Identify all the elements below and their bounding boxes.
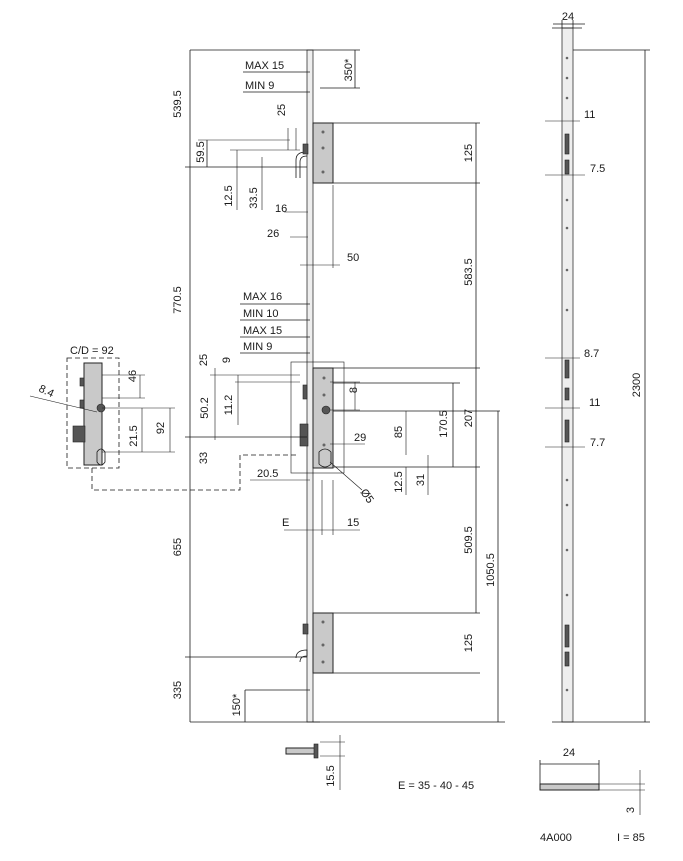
dim-655: 655 [172,538,184,556]
dim-26: 26 [267,228,279,240]
bottom-lock-body [295,612,334,674]
dim-125-top: 125 [463,144,475,162]
dim-207: 207 [463,409,475,427]
dim-509-5: 509.5 [463,526,475,554]
dim-16: 16 [275,203,287,215]
label-e-values: E = 35 - 40 - 45 [398,780,474,792]
right-dim-11-b: 11 [589,397,600,409]
label-max-15-top: MAX 15 [245,60,284,72]
dim-1050-5: 1050.5 [485,553,497,587]
label-min-9-mid: MIN 9 [243,341,272,353]
label-e: E [282,517,289,529]
centre-lock-body [290,361,345,474]
dim-335: 335 [172,681,184,699]
dim-583-5: 583.5 [463,258,475,286]
dim-31: 31 [415,474,427,486]
dim-59-5: 59.5 [195,141,207,162]
dim-85: 85 [393,426,405,438]
dim-150: 150* [231,693,243,716]
dim-170-5: 170.5 [438,410,450,438]
dim-125-bottom: 125 [463,634,475,652]
dim-25-mid: 25 [198,354,210,366]
right-dim-24-bottom: 24 [563,747,575,759]
side-dim-92: 92 [155,422,167,434]
right-dim-7-7: 7.7 [590,437,605,449]
side-dim-21-5: 21.5 [128,425,140,446]
dim-20-5: 20.5 [257,468,278,480]
dim-33-5: 33.5 [248,187,260,208]
dim-9: 9 [221,357,233,363]
i-value: I = 85 [617,832,645,844]
product-code: 4A000 [540,832,572,844]
side-dim-8-4: 8.4 [37,383,56,400]
dim-50: 50 [347,252,359,264]
dim-15-5: 15.5 [325,765,337,786]
dim-25-top: 25 [276,104,288,116]
dim-11-2: 11.2 [223,395,235,416]
top-lock-dimensions: MAX 15 MIN 9 350* 25 59.5 12.5 33.5 16 2… [195,49,480,268]
label-min-9-top: MIN 9 [245,80,274,92]
dim-phi5: Ø5 [358,487,376,506]
right-dim-11-a: 11 [584,109,595,121]
label-min-10: MIN 10 [243,308,278,320]
dim-8: 8 [348,387,360,393]
side-label-cd: C/D = 92 [70,345,114,357]
right-dim-3: 3 [625,807,637,813]
bottom-dimensions: 125 150* [231,612,480,722]
dim-50-2: 50.2 [199,397,211,418]
right-dim-8-7: 8.7 [584,348,599,360]
top-lock-body [295,122,334,184]
side-dim-46: 46 [127,370,139,382]
middle-lock-dimensions: 583.5 MAX 16 MIN 10 MAX 15 MIN 9 25 9 50… [198,183,505,723]
bolt-detail: 15.5 E = 35 - 40 - 45 [285,735,474,792]
right-dim-2300: 2300 [631,373,643,397]
side-view: 46 8.4 21.5 92 C/D = 92 [29,345,298,491]
front-view-strip: 24 2300 11 7.5 8.7 11 7.7 [545,11,650,723]
dim-770-5: 770.5 [172,286,184,314]
strip-cross-section: 24 3 [539,747,645,815]
dim-12-5-top: 12.5 [223,185,235,206]
label-max-15-mid: MAX 15 [243,325,282,337]
dim-12-5-mid: 12.5 [393,471,405,492]
dim-29: 29 [354,432,366,444]
left-dimension-chain: 539.5 770.5 655 335 [172,50,307,722]
main-faceplate [190,49,320,723]
dim-15-mid: 15 [347,517,359,529]
label-max-16: MAX 16 [243,291,282,303]
footer-labels: 4A000 I = 85 [540,832,645,844]
dim-33: 33 [198,452,210,464]
dim-539-5: 539.5 [172,90,184,118]
dim-350-top: 350* [343,58,355,81]
right-dim-24-top: 24 [562,11,574,23]
right-dim-7-5: 7.5 [590,163,605,175]
